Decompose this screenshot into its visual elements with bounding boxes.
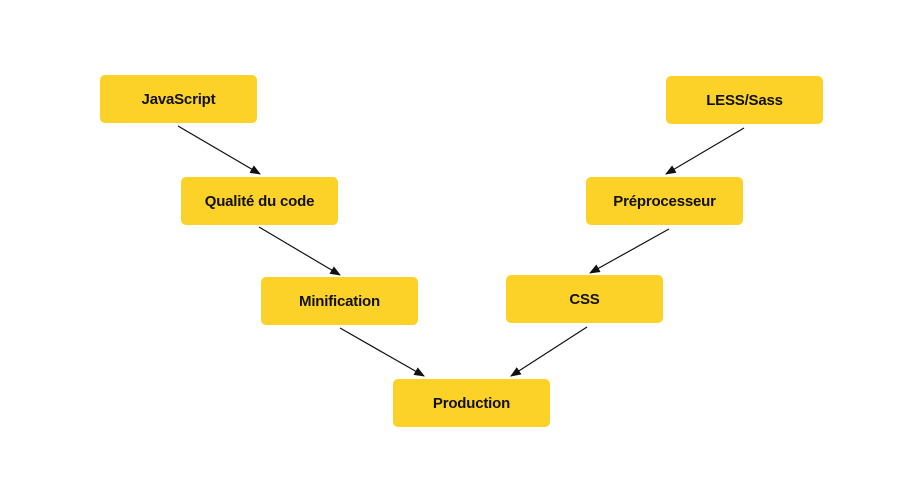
node-minification: Minification bbox=[261, 277, 418, 325]
arrow-lesssass-to-preprocesseur bbox=[665, 127, 745, 175]
node-production: Production bbox=[393, 379, 550, 427]
node-preprocesseur: Préprocesseur bbox=[586, 177, 743, 225]
node-qualite-du-code: Qualité du code bbox=[181, 177, 338, 225]
arrow-javascript-to-qualite bbox=[177, 125, 261, 175]
arrow-css-to-production bbox=[510, 326, 588, 377]
arrow-minification-to-production bbox=[339, 327, 425, 377]
node-less-sass: LESS/Sass bbox=[666, 76, 823, 124]
node-css: CSS bbox=[506, 275, 663, 323]
arrow-preprocesseur-to-css bbox=[589, 228, 670, 274]
arrow-qualite-to-minification bbox=[258, 226, 341, 276]
node-javascript: JavaScript bbox=[100, 75, 257, 123]
